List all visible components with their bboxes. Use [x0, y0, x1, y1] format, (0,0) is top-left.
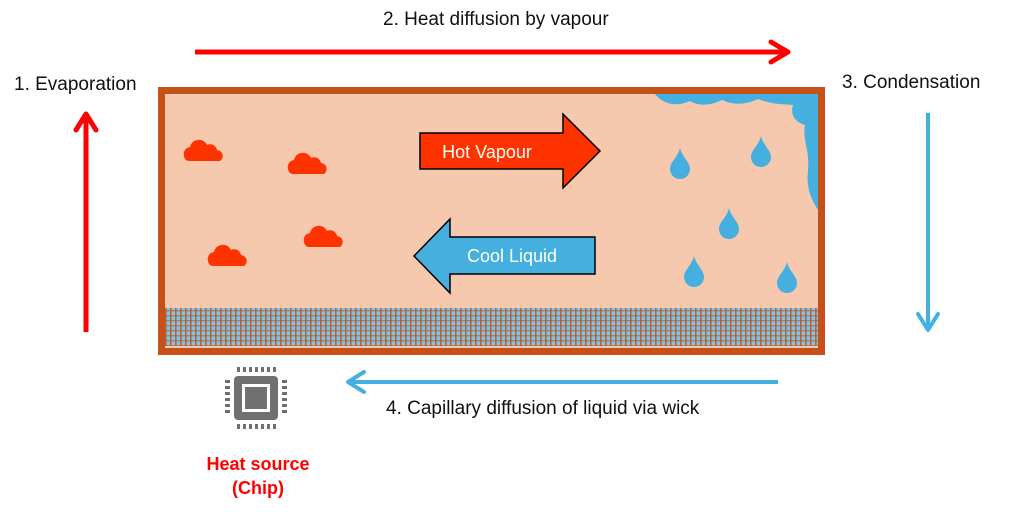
cool-liquid-arrow [412, 217, 596, 295]
step-1-label: 1. Evaporation [14, 74, 137, 95]
wick-layer [165, 308, 818, 346]
evaporation-arrow [73, 111, 99, 332]
heat-pipe [158, 87, 825, 355]
condensation-arrow [916, 113, 940, 332]
heat-source-subtitle: (Chip) [232, 478, 284, 498]
step-4-label: 4. Capillary diffusion of liquid via wic… [386, 398, 700, 419]
heat-diffusion-arrow [195, 39, 791, 65]
step-3-label: 3. Condensation [842, 72, 981, 93]
step-2-label: 2. Heat diffusion by vapour [383, 9, 609, 30]
chip-icon [225, 367, 287, 429]
heat-source-label: Heat source (Chip) [178, 452, 338, 500]
cool-liquid-label: Cool Liquid [467, 246, 557, 266]
hot-vapour-arrow [419, 112, 602, 190]
hot-vapour-label: Hot Vapour [442, 142, 532, 162]
capillary-arrow [346, 370, 778, 394]
condensate-film [655, 94, 818, 210]
heat-source-title: Heat source [206, 454, 310, 474]
